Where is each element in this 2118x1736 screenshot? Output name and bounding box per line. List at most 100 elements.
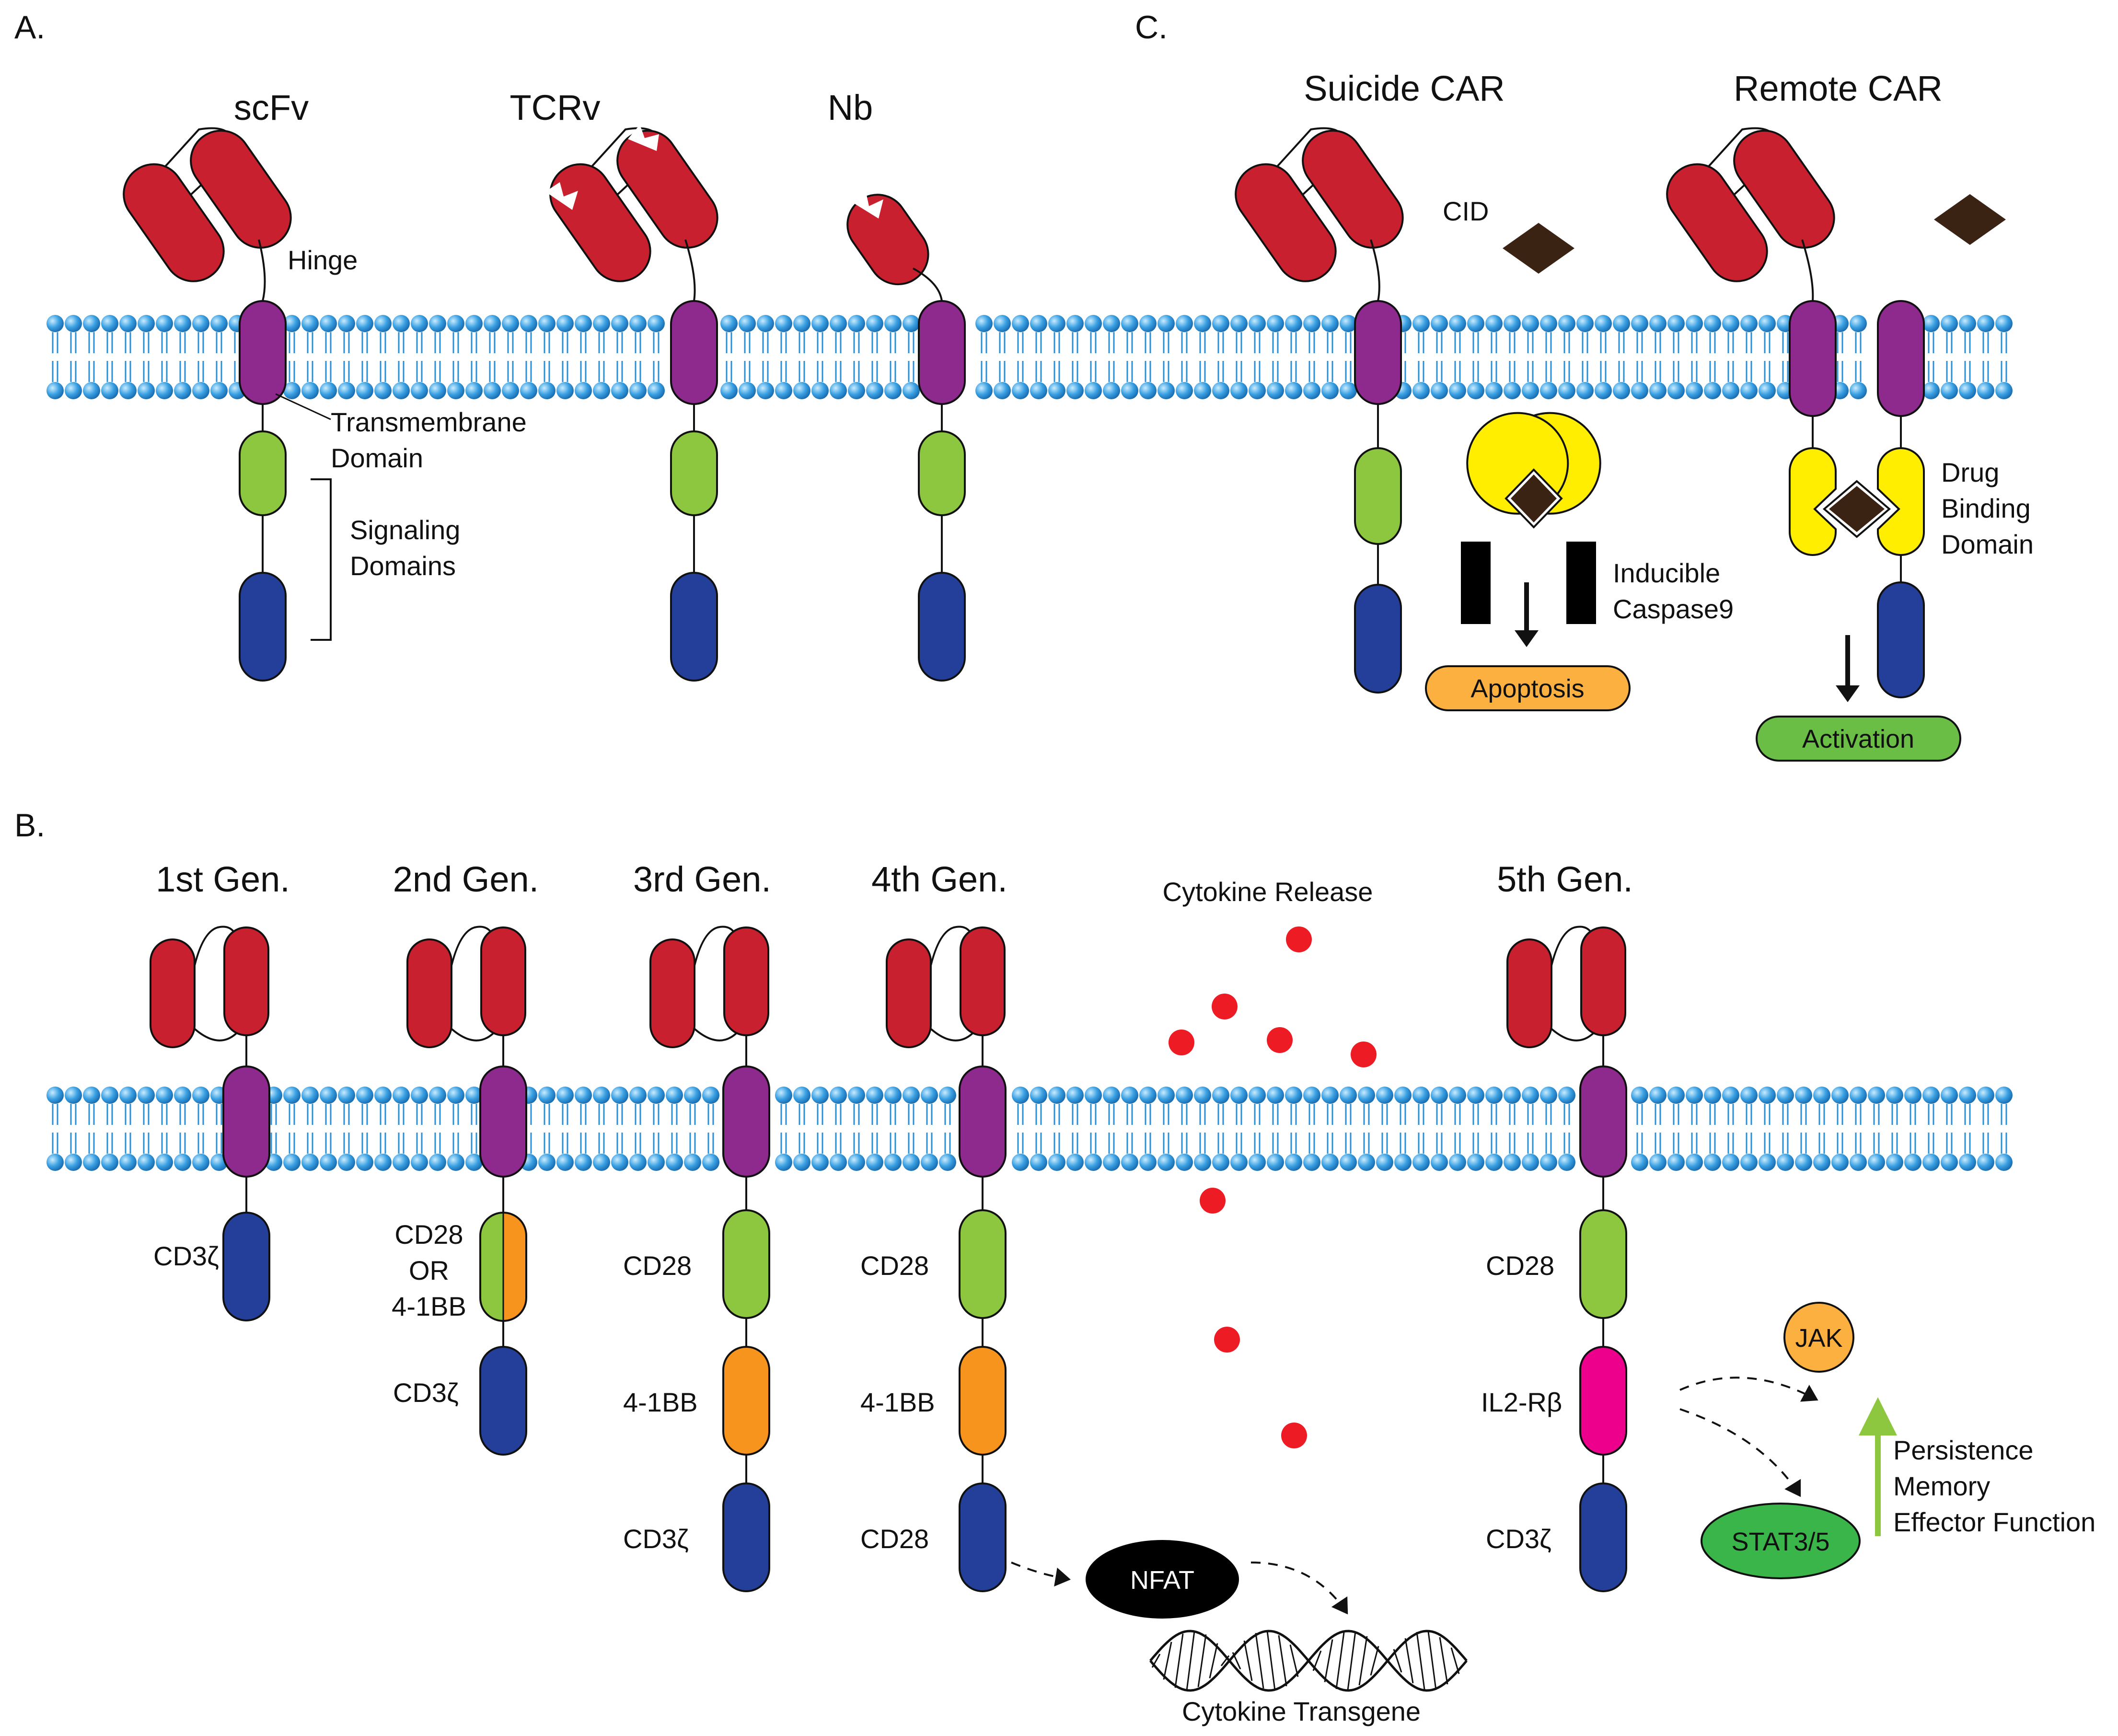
- lipid-head: [1012, 315, 1029, 332]
- lipid-head: [1504, 315, 1521, 332]
- lipid-head: [629, 1087, 647, 1104]
- lipid-head: [1649, 1154, 1667, 1171]
- lipid-head: [1941, 315, 1958, 332]
- lipid-head: [1303, 1154, 1320, 1171]
- scfv-vl-domain: [150, 938, 196, 1048]
- dna-rung: [1439, 1637, 1448, 1685]
- lipid-head: [1048, 1087, 1065, 1104]
- up-arrow-icon: [1859, 1397, 1897, 1435]
- lipid-head: [648, 1087, 665, 1104]
- il2rb-domain: [1579, 1346, 1627, 1456]
- gen2-cd3z-label: CD3ζ: [393, 1377, 459, 1408]
- lipid-head: [1740, 1154, 1758, 1171]
- gen3-car-tail: [722, 1177, 770, 1592]
- lipid-head: [83, 1154, 100, 1171]
- lipid-head: [374, 1087, 392, 1104]
- scfv-vh-domain: [480, 926, 526, 1036]
- dna-rung: [1347, 1631, 1356, 1690]
- lipid-head: [1030, 382, 1047, 399]
- lipid-head: [1759, 315, 1776, 332]
- lipid-head: [1467, 1154, 1484, 1171]
- lipid-head: [1230, 382, 1248, 399]
- lipid-head: [210, 315, 228, 332]
- lipid-head: [83, 382, 100, 399]
- lipid-head: [775, 1087, 792, 1104]
- lipid-head: [1667, 315, 1685, 332]
- lipid-head: [1066, 1154, 1084, 1171]
- lipid-head: [903, 1154, 920, 1171]
- lipid-head: [1449, 382, 1466, 399]
- lipid-head: [1831, 1154, 1849, 1171]
- panel-label-c: C.: [1135, 9, 1168, 46]
- lipid-head: [1103, 315, 1120, 332]
- lipid-head: [1431, 315, 1448, 332]
- scfv-vl-domain: [1666, 163, 1768, 282]
- lipid-head: [502, 315, 519, 332]
- cid-molecule-icon: [1503, 223, 1574, 274]
- lipid-head: [1303, 315, 1320, 332]
- gen-car-head: [150, 926, 270, 1178]
- lipid-head: [1922, 1087, 1940, 1104]
- lipid-head: [921, 1154, 938, 1171]
- lipid-head: [1922, 1154, 1940, 1171]
- gen5-il2rb-label: IL2-Rβ: [1481, 1387, 1562, 1417]
- transmembrane-label-2: Domain: [331, 443, 423, 473]
- lipid-head: [1959, 1087, 1976, 1104]
- lipid-head: [1558, 1087, 1575, 1104]
- lipid-head: [46, 315, 64, 332]
- lipid-head: [593, 382, 610, 399]
- costim-domain: [1354, 447, 1402, 545]
- lipid-head: [1740, 382, 1758, 399]
- scfv-vh-domain: [223, 926, 269, 1036]
- lipid-head: [830, 382, 847, 399]
- lipid-head: [739, 315, 756, 332]
- lipid-head: [1485, 382, 1503, 399]
- lipid-head: [793, 1154, 810, 1171]
- lipid-head: [283, 1087, 301, 1104]
- lipid-head: [1340, 1154, 1357, 1171]
- lipid-head: [593, 315, 610, 332]
- lipid-head: [1667, 1154, 1685, 1171]
- lipid-head: [1631, 382, 1648, 399]
- lipid-head: [174, 1154, 191, 1171]
- cytokine-dot: [1351, 1042, 1377, 1067]
- drug-binding-label-1: Drug: [1941, 457, 1999, 487]
- lipid-head: [1139, 315, 1157, 332]
- lipid-head: [1613, 382, 1630, 399]
- transmembrane-domain-right: [1877, 300, 1925, 417]
- panel-label-a: A.: [14, 9, 45, 46]
- lipid-head: [811, 382, 829, 399]
- lipid-head: [593, 1154, 610, 1171]
- nfat-label: NFAT: [1130, 1566, 1194, 1595]
- transgene-arrow: [1250, 1562, 1348, 1615]
- gen3-cd3z-label: CD3ζ: [623, 1524, 689, 1554]
- cd3z-domain: [670, 572, 718, 682]
- lipid-head: [1176, 1154, 1193, 1171]
- lipid-head: [1285, 1154, 1302, 1171]
- lipid-head: [1157, 1087, 1175, 1104]
- lipid-head: [648, 1154, 665, 1171]
- lipid-head: [447, 382, 464, 399]
- lipid-head: [192, 315, 209, 332]
- lipid-head: [1267, 1154, 1284, 1171]
- lipid-head: [1467, 382, 1484, 399]
- lipid-head: [1157, 1154, 1175, 1171]
- lipid-head: [593, 1087, 610, 1104]
- lipid-head: [1686, 1154, 1703, 1171]
- lipid-head: [1194, 1087, 1211, 1104]
- lipid-head: [1813, 1154, 1830, 1171]
- lipid-head: [1886, 1087, 1903, 1104]
- scfv-vl-domain: [649, 938, 695, 1048]
- lipid-head: [1850, 382, 1867, 399]
- lipid-head: [1085, 1087, 1102, 1104]
- lipid-head: [1212, 1154, 1229, 1171]
- lipid-head: [465, 1154, 483, 1171]
- gen-car-head: [406, 926, 527, 1178]
- lipid-head: [575, 1087, 592, 1104]
- lipid-head: [101, 1154, 118, 1171]
- lipid-head: [1321, 315, 1339, 332]
- lipid-head: [465, 315, 483, 332]
- lipid-head: [1540, 315, 1557, 332]
- lipid-head: [793, 382, 810, 399]
- scfv-vh-domain: [190, 129, 292, 249]
